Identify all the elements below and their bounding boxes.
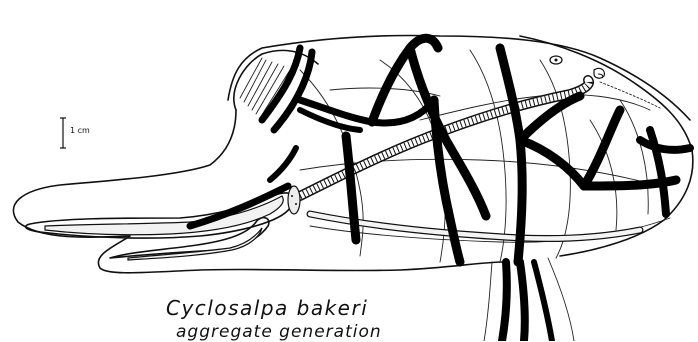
peduncle-muscles xyxy=(484,258,574,341)
scale-bar-label: 1 cm xyxy=(70,126,90,135)
species-name: Cyclosalpa bakeri xyxy=(166,296,368,320)
generation-label: aggregate generation xyxy=(176,322,382,342)
muscle-bands xyxy=(190,38,690,262)
scale-bar xyxy=(60,118,66,148)
ganglion xyxy=(288,186,300,214)
